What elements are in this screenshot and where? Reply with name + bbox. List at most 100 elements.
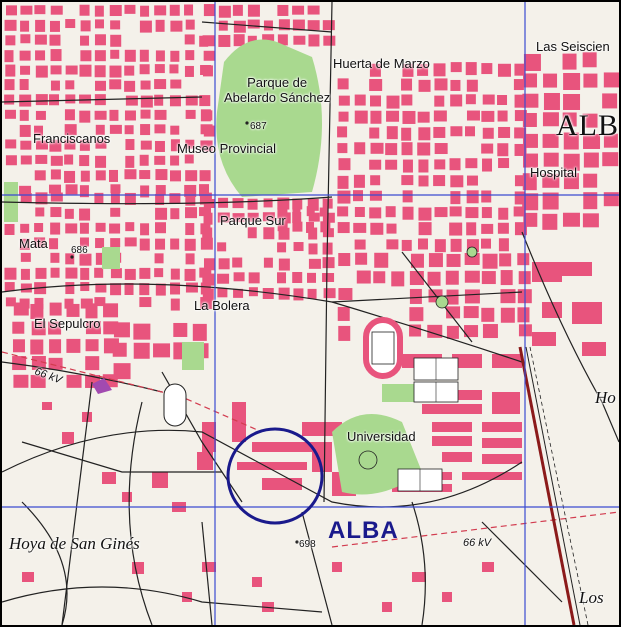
urban-block — [562, 112, 577, 127]
urban-block — [50, 207, 62, 218]
urban-block — [262, 212, 275, 222]
urban-block — [338, 325, 351, 341]
urban-block — [482, 127, 494, 139]
urban-block — [562, 262, 592, 276]
road — [323, 2, 333, 503]
urban-block — [369, 127, 380, 139]
road — [2, 283, 523, 303]
urban-block — [109, 79, 122, 90]
urban-block — [154, 109, 167, 120]
urban-block — [307, 288, 317, 299]
urban-block — [402, 63, 414, 77]
urban-block — [4, 79, 15, 91]
urban-block — [434, 95, 445, 107]
urban-block — [34, 170, 46, 181]
urban-block — [170, 268, 180, 280]
urban-block — [466, 175, 478, 186]
road — [481, 521, 563, 603]
urban-block — [112, 342, 127, 357]
urban-block — [139, 267, 151, 279]
urban-block — [94, 297, 106, 307]
urban-block — [202, 562, 216, 572]
label-el-sepulcro: El Sepulcro — [34, 316, 101, 331]
urban-block — [374, 252, 389, 268]
urban-block — [94, 80, 106, 91]
urban-block — [139, 238, 150, 251]
urban-block — [155, 169, 168, 181]
urban-block — [65, 223, 78, 234]
urban-block — [386, 126, 398, 140]
urban-block — [49, 238, 59, 250]
urban-block — [370, 142, 384, 154]
urban-block — [450, 191, 461, 205]
urban-block — [152, 472, 168, 488]
urban-block — [252, 442, 312, 452]
urban-block — [466, 222, 477, 236]
urban-block — [522, 173, 537, 191]
urban-block — [543, 92, 560, 110]
urban-block — [113, 363, 131, 380]
urban-block — [94, 65, 106, 78]
road — [521, 231, 619, 443]
urban-block — [401, 175, 414, 186]
urban-block — [320, 221, 331, 233]
urban-block — [369, 207, 382, 219]
urban-block — [247, 19, 260, 29]
urban-block — [79, 94, 92, 104]
urban-block — [307, 5, 320, 15]
urban-block — [293, 288, 304, 301]
urban-block — [517, 253, 530, 266]
urban-block — [192, 323, 207, 341]
urban-block — [323, 35, 336, 46]
urban-block — [110, 283, 122, 296]
urban-block — [34, 237, 46, 248]
urban-block — [185, 223, 195, 236]
urban-block — [572, 302, 602, 324]
urban-block — [109, 223, 121, 234]
urban-block — [481, 207, 492, 219]
urban-block — [523, 53, 541, 71]
urban-block — [409, 288, 422, 304]
urban-block — [199, 170, 211, 182]
railway — [518, 346, 576, 625]
urban-block — [95, 252, 105, 265]
urban-block — [203, 110, 213, 121]
urban-block — [65, 253, 75, 265]
urban-block — [65, 184, 78, 195]
urban-block — [64, 170, 76, 183]
map-features — [2, 121, 619, 625]
urban-block — [50, 65, 62, 75]
urban-block — [307, 272, 317, 283]
urban-block — [582, 113, 598, 128]
urban-block — [154, 5, 167, 16]
urban-block — [307, 20, 320, 31]
urban-block — [428, 253, 443, 268]
road — [301, 511, 333, 625]
urban-block — [449, 206, 462, 217]
label-alba: ALBA — [328, 517, 399, 544]
label-mata: Mata — [19, 236, 48, 251]
urban-block — [522, 93, 539, 108]
urban-block — [34, 5, 46, 15]
urban-block — [170, 238, 180, 250]
label-parque-abelardo: Parque de Abelardo Sánchez — [224, 75, 331, 105]
urban-block — [401, 94, 413, 106]
label-hospital: Hospital — [530, 165, 577, 180]
urban-block — [412, 572, 426, 582]
urban-block — [563, 173, 579, 190]
urban-block — [19, 50, 31, 61]
urban-block — [543, 73, 558, 88]
urban-block — [542, 112, 559, 127]
urban-block — [563, 132, 579, 150]
urban-block — [583, 173, 598, 188]
urban-block — [292, 272, 303, 284]
label-franciscanos: Franciscanos — [33, 131, 111, 146]
urban-block — [338, 95, 350, 106]
urban-block — [170, 125, 180, 135]
urban-block — [170, 139, 180, 152]
label-museo-provincial: Museo Provincial — [177, 141, 276, 156]
road — [201, 521, 213, 625]
urban-block — [155, 50, 165, 62]
label-66kv-right: 66 kV — [463, 537, 492, 549]
